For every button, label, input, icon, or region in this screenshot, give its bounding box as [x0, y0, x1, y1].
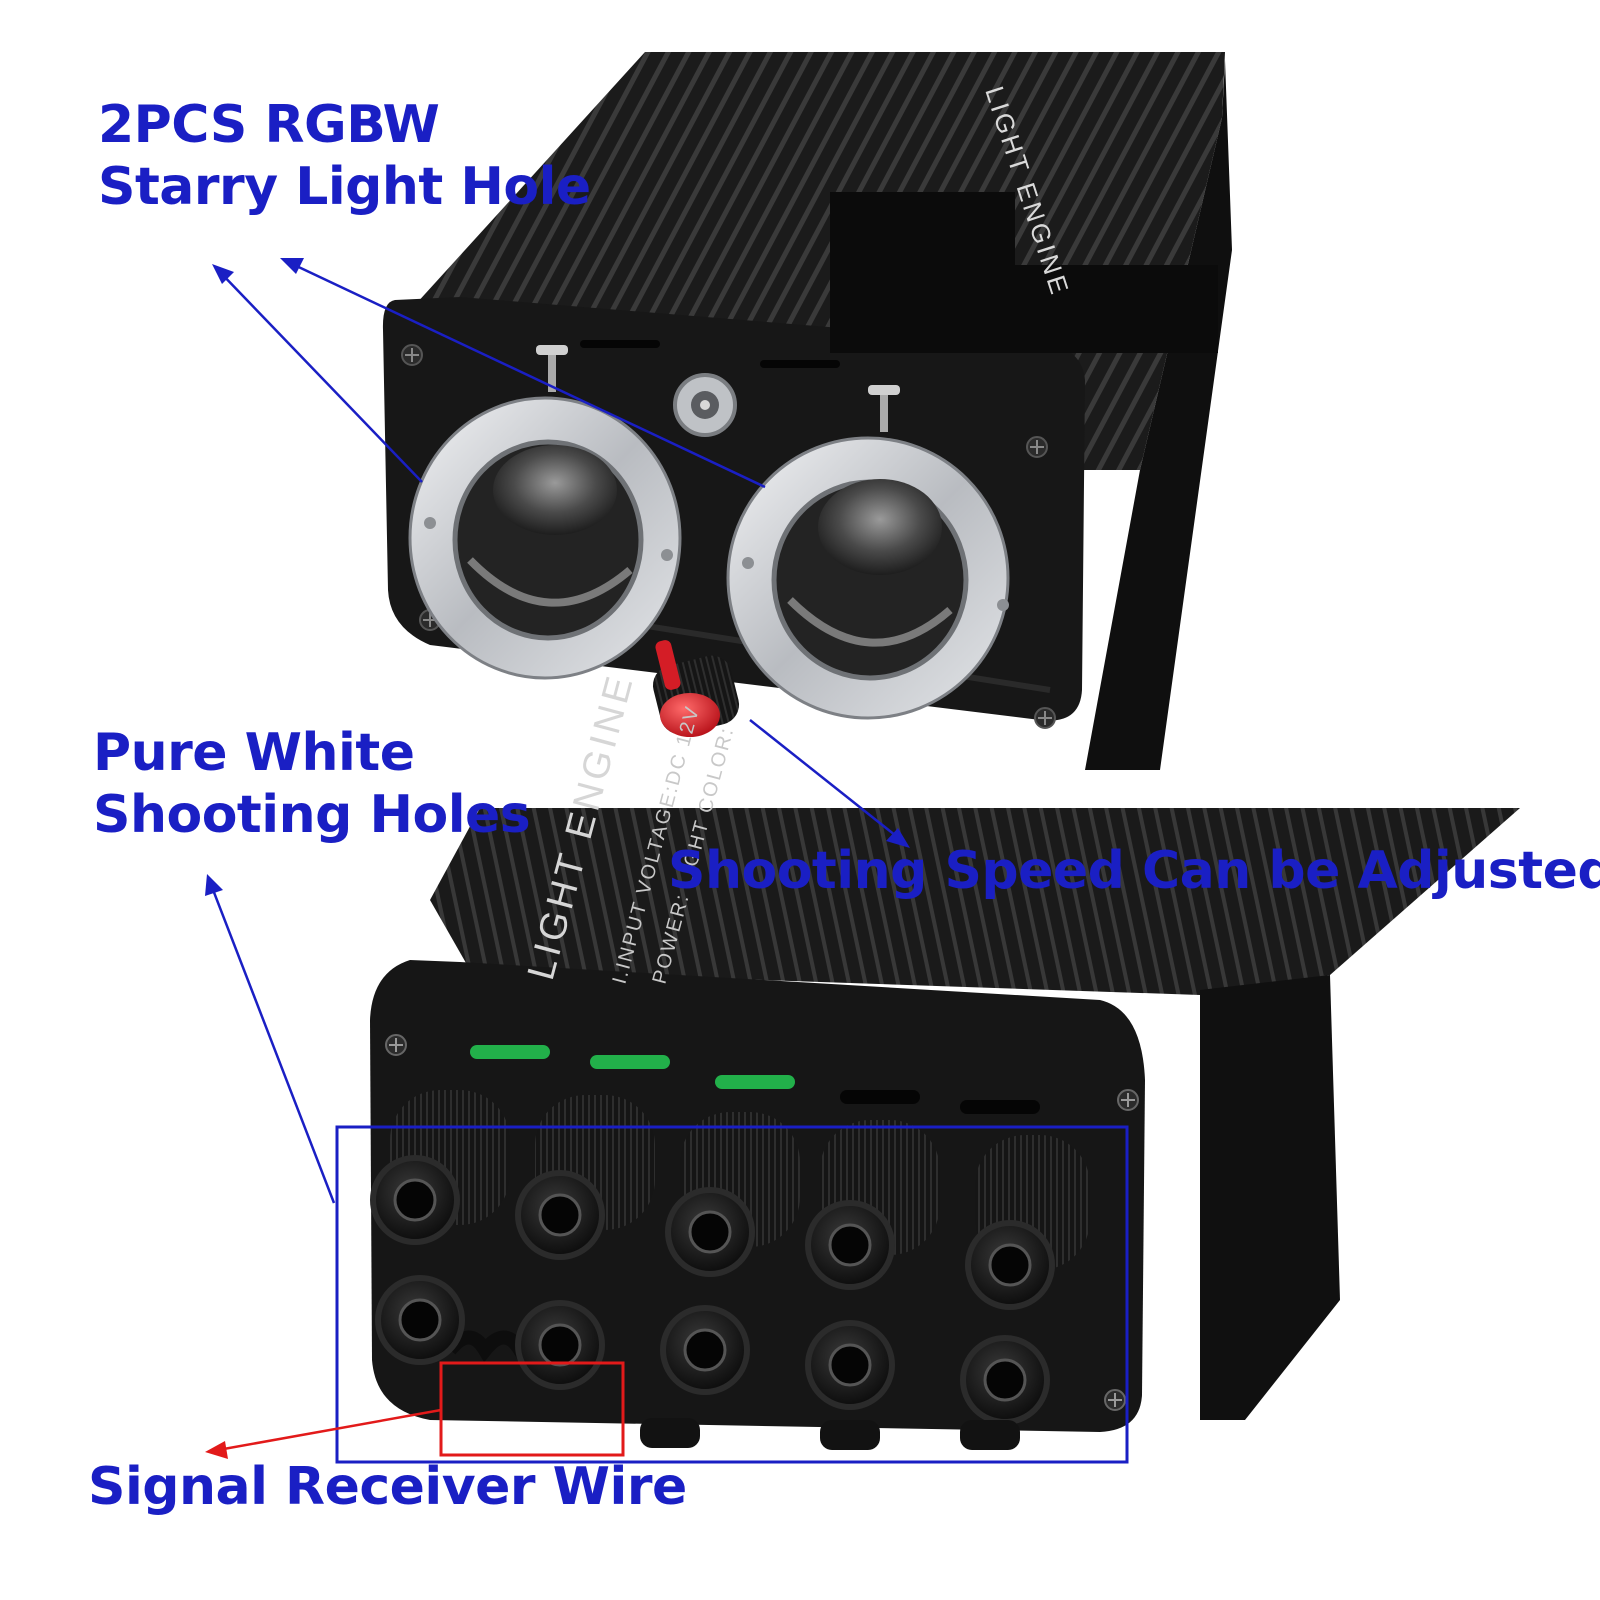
fiber-port-icon — [965, 1135, 1090, 1310]
arrow-icon — [749, 719, 910, 848]
rgbw-holes-label-line2: Starry Light Hole — [98, 157, 591, 217]
fiber-port-icon — [515, 1300, 605, 1390]
signal-wire-highlight-frame — [439, 1361, 625, 1457]
rgbw-holes-label: 2PCS RGBW Starry Light Hole — [98, 94, 591, 218]
fiber-port-icon — [665, 1112, 800, 1277]
screw-icon — [1026, 436, 1048, 458]
white-holes-highlight-frame — [335, 1125, 1129, 1464]
speed-knob-icon — [652, 640, 740, 737]
screw-icon — [401, 344, 423, 366]
bottom-light-engine: LIGHT ENGINE I.INPUT VOLTAGE:DC 12V POWE… — [370, 669, 1520, 1450]
rgbw-starry-light-hole-left — [408, 396, 682, 680]
top-light-engine: LIGHT ENGINE — [382, 52, 1232, 770]
rgbw-holes-label-line1: 2PCS RGBW — [98, 95, 440, 155]
signal-wire-label: Signal Receiver Wire — [88, 1457, 687, 1517]
rgbw-starry-light-hole-right — [726, 436, 1010, 720]
fiber-port-icon — [805, 1320, 895, 1410]
fiber-port-icon — [660, 1305, 750, 1395]
arrow-icon — [280, 258, 766, 489]
fiber-port-icon — [960, 1335, 1050, 1425]
fiber-port-icon — [515, 1095, 655, 1260]
speed-label: Shooting Speed Can be Adjusted — [668, 841, 1600, 901]
led-indicator — [590, 1055, 670, 1069]
fiber-port-icon — [370, 1090, 510, 1245]
fiber-port-icon — [805, 1120, 940, 1290]
arrow-icon — [212, 264, 423, 483]
fiber-port-icon — [375, 1275, 465, 1365]
arrow-icon — [205, 874, 336, 1204]
screw-icon — [1034, 707, 1056, 729]
top-device-side — [1085, 60, 1232, 770]
led-indicator — [715, 1075, 795, 1089]
redaction-box — [830, 192, 1015, 272]
bottom-device-ribbed-top — [430, 808, 1520, 995]
arrow-icon — [205, 1408, 442, 1459]
screw-icon — [1117, 1089, 1139, 1111]
dc-power-jack — [673, 373, 737, 437]
redaction-box — [830, 265, 1218, 353]
white-holes-label: Pure White Shooting Holes — [93, 722, 531, 846]
white-holes-label-line2: Shooting Holes — [93, 785, 531, 845]
screw-icon — [385, 1034, 407, 1056]
screw-icon — [1104, 1389, 1126, 1411]
white-holes-label-line1: Pure White — [93, 723, 415, 783]
led-indicator — [470, 1045, 550, 1059]
